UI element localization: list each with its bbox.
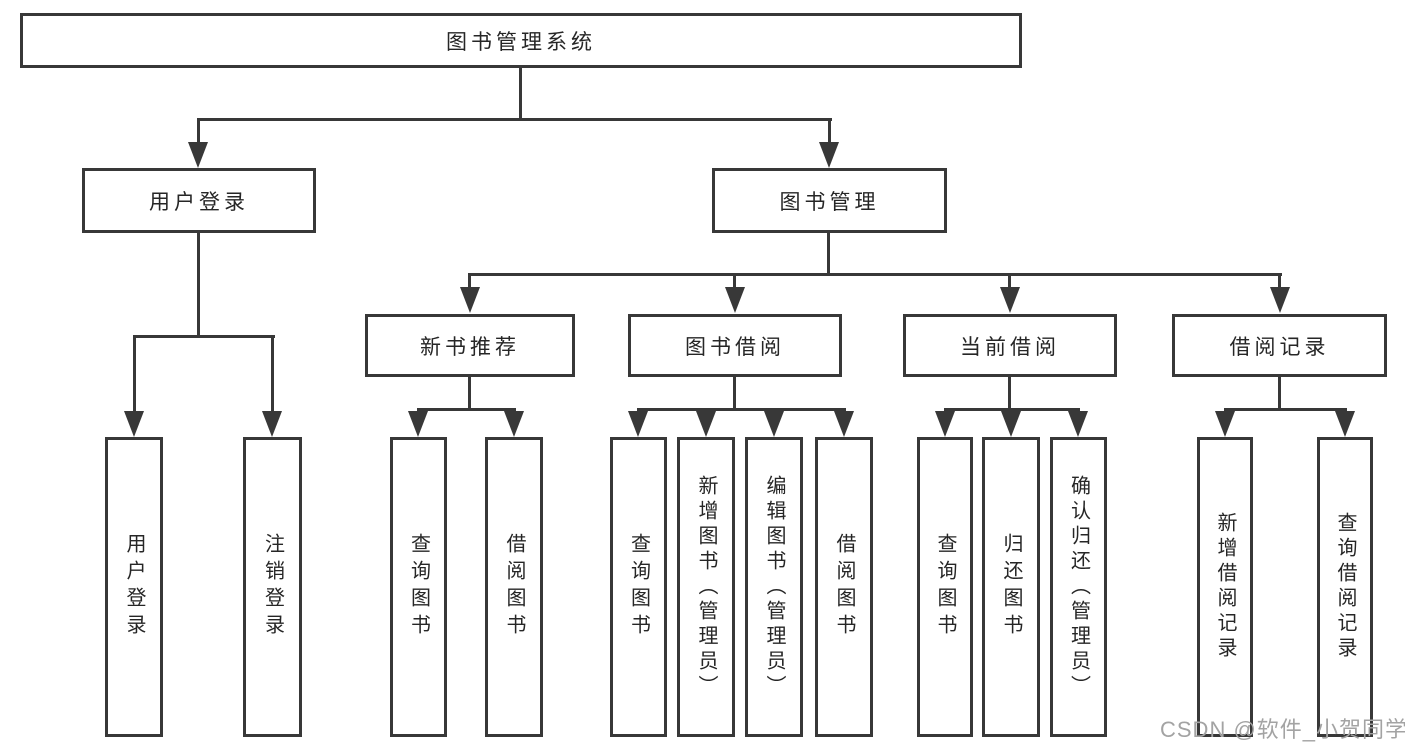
connector-mgmt-stem	[827, 233, 830, 276]
connector-rec-stem	[468, 377, 471, 411]
connector-borrow-bar	[637, 408, 846, 411]
arrowhead-leaf-borrow-book-b	[834, 411, 854, 437]
arrowhead-user-login	[188, 142, 208, 168]
arrowhead-leaf-query-book-b	[628, 411, 648, 437]
connector-user-drop-1	[133, 335, 136, 413]
connector-records-bar	[1224, 408, 1347, 411]
connector-root-drop-right	[828, 118, 831, 144]
leaf-user-login: 用户登录	[105, 437, 163, 737]
leaf-query-record: 查询借阅记录	[1317, 437, 1373, 737]
arrowhead-leaf-confirm-return	[1068, 411, 1088, 437]
leaf-query-record-label: 查询借阅记录	[1334, 512, 1356, 662]
connector-borrow-stem	[733, 377, 736, 411]
connector-mgmt-drop-1	[468, 273, 471, 289]
leaf-query-book-c: 查询图书	[917, 437, 973, 737]
connector-user-bar	[133, 335, 275, 338]
arrowhead-current-borrow	[1000, 287, 1020, 313]
leaf-add-book-label: 新增图书（管理员）	[695, 474, 717, 700]
leaf-borrow-book-a-label: 借阅图书	[503, 533, 525, 641]
leaf-confirm-return: 确认归还（管理员）	[1050, 437, 1107, 737]
leaf-query-book-a: 查询图书	[390, 437, 447, 737]
arrowhead-leaf-return-book	[1001, 411, 1021, 437]
node-user-login-label: 用户登录	[149, 190, 249, 214]
arrowhead-leaf-query-book-c	[935, 411, 955, 437]
arrowhead-leaf-add-record	[1215, 411, 1235, 437]
node-book-borrow: 图书借阅	[628, 314, 842, 377]
leaf-borrow-book-b: 借阅图书	[815, 437, 873, 737]
node-current-borrow: 当前借阅	[903, 314, 1117, 377]
node-new-book-rec-label: 新书推荐	[420, 335, 520, 359]
node-book-borrow-label: 图书借阅	[685, 335, 785, 359]
leaf-edit-book: 编辑图书（管理员）	[745, 437, 803, 737]
connector-current-stem	[1008, 377, 1011, 411]
arrowhead-book-borrow	[725, 287, 745, 313]
leaf-user-login-label: 用户登录	[123, 533, 145, 641]
leaf-return-book-label: 归还图书	[1000, 533, 1022, 641]
connector-rec-bar	[417, 408, 516, 411]
arrowhead-leaf-logout	[262, 411, 282, 437]
node-user-login: 用户登录	[82, 168, 316, 233]
connector-user-drop-2	[271, 335, 274, 413]
arrowhead-leaf-query-record	[1335, 411, 1355, 437]
node-root: 图书管理系统	[20, 13, 1022, 68]
arrowhead-leaf-borrow-book-a	[504, 411, 524, 437]
leaf-return-book: 归还图书	[982, 437, 1040, 737]
arrowhead-leaf-user-login	[124, 411, 144, 437]
leaf-add-record: 新增借阅记录	[1197, 437, 1253, 737]
connector-records-stem	[1278, 377, 1281, 411]
node-root-label: 图书管理系统	[446, 30, 596, 54]
connector-root-drop-left	[197, 118, 200, 144]
connector-mgmt-bar	[468, 273, 1282, 276]
leaf-query-book-a-label: 查询图书	[407, 533, 430, 641]
arrowhead-new-book-rec	[460, 287, 480, 313]
arrowhead-leaf-add-book	[696, 411, 716, 437]
leaf-query-book-b: 查询图书	[610, 437, 667, 737]
connector-root-bar	[197, 118, 832, 121]
connector-current-bar	[944, 408, 1080, 411]
leaf-logout: 注销登录	[243, 437, 302, 737]
node-new-book-rec: 新书推荐	[365, 314, 575, 377]
connector-mgmt-drop-3	[1008, 273, 1011, 289]
leaf-borrow-book-a: 借阅图书	[485, 437, 543, 737]
leaf-logout-label: 注销登录	[261, 533, 284, 641]
watermark: CSDN @软件_小贺同学	[1160, 717, 1405, 742]
leaf-edit-book-label: 编辑图书（管理员）	[763, 474, 785, 700]
arrowhead-leaf-query-book-a	[408, 411, 428, 437]
connector-mgmt-drop-2	[733, 273, 736, 289]
node-book-mgmt-label: 图书管理	[779, 190, 880, 214]
leaf-add-record-label: 新增借阅记录	[1214, 512, 1236, 662]
node-current-borrow-label: 当前借阅	[960, 335, 1060, 359]
connector-mgmt-drop-4	[1278, 273, 1281, 289]
leaf-confirm-return-label: 确认归还（管理员）	[1067, 474, 1090, 700]
node-borrow-records-label: 借阅记录	[1229, 335, 1330, 359]
node-book-mgmt: 图书管理	[712, 168, 947, 233]
arrowhead-book-mgmt	[819, 142, 839, 168]
arrowhead-leaf-edit-book	[764, 411, 784, 437]
connector-root-stem	[519, 68, 522, 121]
arrowhead-borrow-records	[1270, 287, 1290, 313]
leaf-add-book: 新增图书（管理员）	[677, 437, 735, 737]
leaf-query-book-b-label: 查询图书	[627, 533, 650, 641]
node-borrow-records: 借阅记录	[1172, 314, 1387, 377]
connector-user-stem	[197, 233, 200, 338]
leaf-query-book-c-label: 查询图书	[934, 533, 956, 641]
leaf-borrow-book-b-label: 借阅图书	[833, 533, 855, 641]
